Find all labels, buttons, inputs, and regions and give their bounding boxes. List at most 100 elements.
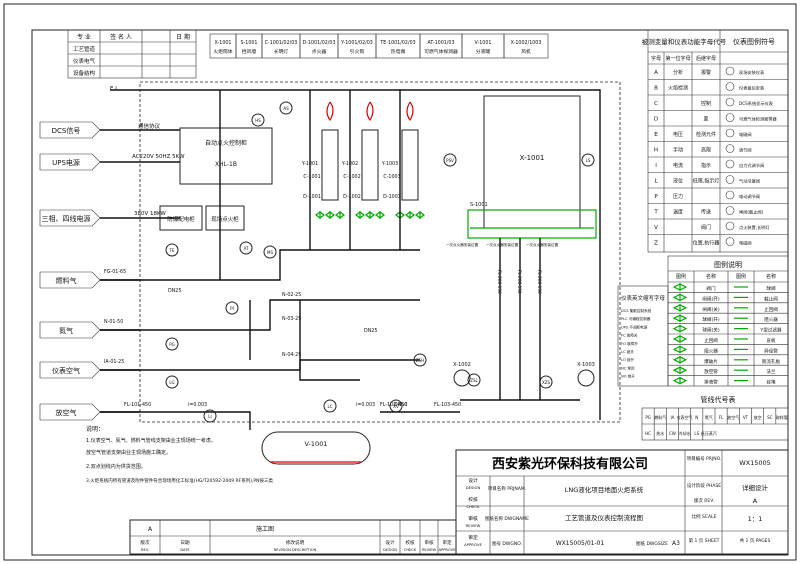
instr-next-meaning: 报警 bbox=[701, 69, 711, 76]
valve-icon bbox=[315, 210, 325, 220]
instrument-tag: PSV bbox=[446, 158, 454, 163]
instrument-tag: AT bbox=[244, 246, 249, 251]
pipe-code-cell: CW bbox=[669, 431, 676, 436]
abbrev-entry: DCS 集散控制系统 bbox=[621, 308, 652, 313]
instrument-bubble bbox=[203, 409, 217, 423]
role-cn: 审定 bbox=[468, 534, 478, 541]
instr-letter: B bbox=[654, 86, 658, 92]
instr-next-meaning: 控制 bbox=[701, 100, 711, 107]
legend-col-name-1: 名称 bbox=[706, 273, 716, 280]
symbol-name: 调节阀 bbox=[739, 147, 752, 154]
instr-letter: P bbox=[654, 194, 658, 200]
inlet-label: 仪表空气 bbox=[52, 366, 80, 375]
instr-first-meaning: 火焰检测 bbox=[668, 85, 688, 92]
equipment-name: 热电偶 bbox=[391, 48, 406, 55]
instrument-bubble bbox=[323, 399, 337, 413]
legend-col-symbol-2: 图例 bbox=[736, 273, 746, 280]
legend-symbol-icon bbox=[672, 314, 688, 323]
fan-2-tag: X-1003 bbox=[577, 362, 595, 368]
instr-next-meaning: 高限 bbox=[701, 147, 711, 154]
line-number: i=0.003 bbox=[356, 402, 375, 408]
equipment-tag: X-1001 bbox=[215, 40, 232, 46]
signal-three-phase: 380V 18KW bbox=[134, 211, 166, 217]
pipe-code-cell: VT bbox=[743, 415, 749, 420]
drawing-no-label: 图号 DWGNO. bbox=[492, 541, 522, 547]
legend-name: 放空管 bbox=[704, 368, 718, 375]
pilot-burner bbox=[401, 129, 419, 201]
instr-next-meaning: 传送 bbox=[701, 209, 711, 216]
instrument-tag: LI bbox=[208, 414, 211, 419]
pipe-code-cell: N bbox=[695, 415, 698, 420]
pipe-code-cell: 仪表空气 bbox=[677, 414, 693, 420]
abbrev-title: 仪表英文缩写字母 bbox=[621, 294, 666, 302]
rev-col-en: REVIEW bbox=[422, 548, 437, 552]
knockout-drum-v1001: V-1001 bbox=[261, 431, 371, 465]
legend-name: 球阀 bbox=[766, 285, 776, 292]
supply-boundary bbox=[139, 81, 621, 423]
symbol-icon bbox=[725, 128, 735, 138]
instr-next-meaning: 检测元件 bbox=[696, 131, 716, 138]
equipment-name: 火炬筒体 bbox=[213, 48, 232, 55]
instr-col-next: 后继字母 bbox=[696, 55, 716, 62]
fan-x1002: X-1002 bbox=[453, 362, 471, 387]
abbrev-entry: PLC 可编程控制器 bbox=[621, 316, 651, 321]
inlet-label: UPS电源 bbox=[52, 158, 80, 167]
pipe-code-cell: 放空 bbox=[754, 414, 762, 420]
instrument-tag: XZS bbox=[542, 380, 550, 385]
pipe-code-cell: 取样管 bbox=[776, 414, 788, 420]
instrument-bubble bbox=[165, 337, 179, 351]
sheet-label: 第 1 页 SHEET bbox=[689, 537, 720, 544]
pipe-code-cell: HC bbox=[645, 431, 651, 436]
rev-col-en: APPROVE bbox=[439, 548, 457, 552]
outer-frame bbox=[3, 3, 797, 561]
notes-title: 说明： bbox=[86, 425, 104, 433]
legend-col-name-2: 名称 bbox=[766, 273, 776, 280]
legend-name: Y型过滤器 bbox=[759, 327, 782, 334]
instr-next-meaning: 阀门 bbox=[701, 224, 711, 231]
role-cn: 设计 bbox=[468, 477, 478, 484]
symbol-table-title: 仪表图例符号 bbox=[733, 37, 775, 46]
inlet-arrow bbox=[39, 121, 101, 139]
level-mark: E.L bbox=[110, 86, 119, 92]
legend-table: 图例说明 图例 名称 图例 名称 阀门球阀闸阀(开)截止阀闸阀(关)止回阀球阀(… bbox=[667, 255, 789, 387]
pilot-tag: C-1002 bbox=[343, 174, 360, 180]
igniter-tag: D-1001 bbox=[303, 194, 321, 200]
symbol-icon bbox=[725, 175, 735, 184]
instr-col-first: 第一位字母 bbox=[665, 55, 690, 62]
rev-row-process: 工艺管道 bbox=[73, 45, 96, 53]
line-number: N-02-25 bbox=[282, 292, 301, 298]
symbol-name: 可燃气体检测报警器 bbox=[739, 116, 778, 123]
rev-header-date: 日 期 bbox=[176, 33, 190, 41]
vessel-tag: V-1001 bbox=[305, 440, 328, 448]
project-name: LNG液化项目地面火炬系统 bbox=[565, 485, 644, 494]
role-cn: 校核 bbox=[468, 496, 478, 503]
fan-1-tag: X-1002 bbox=[453, 362, 471, 368]
instrument-bubble bbox=[413, 353, 427, 367]
legend-symbol-icon bbox=[672, 293, 688, 302]
equipment-name: 点火器 bbox=[312, 49, 327, 55]
role-en: DESIGN bbox=[466, 485, 481, 490]
instrument-tag: LS bbox=[586, 158, 591, 163]
legend-col-symbol-1: 图例 bbox=[676, 273, 686, 280]
instrument-bubble bbox=[279, 101, 293, 115]
line-number: FL-102-450 bbox=[380, 402, 407, 408]
instrument-tag: LC bbox=[327, 404, 332, 409]
abbrev-entry: NC 常闭 bbox=[621, 365, 635, 370]
flare-stack-x1001: X-1001 S-1001 bbox=[467, 95, 597, 239]
legend-name: 阀门 bbox=[706, 285, 716, 292]
instrument-bubble bbox=[389, 399, 403, 413]
legend-name: 法兰 bbox=[766, 368, 776, 375]
instr-next-meaning: 差 bbox=[703, 116, 708, 123]
auto-ignition-cabinet: 自动点火控制柜 XHL-1B bbox=[179, 127, 273, 185]
instr-first-meaning: 液位 bbox=[673, 178, 683, 185]
valve-icon bbox=[365, 210, 375, 220]
instrument-bubble bbox=[581, 153, 595, 167]
project-no-label: 项目编号 PRJNO. bbox=[687, 455, 722, 462]
legend-name: 球阀(开) bbox=[702, 316, 720, 323]
abbrev-entry: FC 故障关 bbox=[621, 333, 638, 338]
legend-name: 阻火器 bbox=[764, 316, 778, 323]
pipe-code-cell: FL bbox=[719, 415, 724, 420]
equipment-tag: S-1001 bbox=[241, 40, 258, 46]
